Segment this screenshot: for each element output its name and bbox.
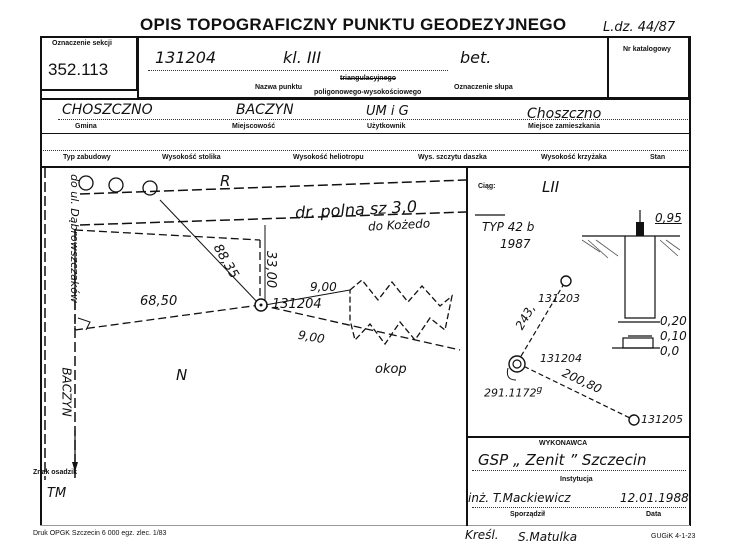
right-border bbox=[689, 36, 691, 526]
street-label: do ul. Dąbrowszczaków bbox=[67, 174, 81, 303]
katalog-label: Nr katalogowy bbox=[623, 46, 671, 53]
bottom-border bbox=[40, 525, 690, 526]
height-00: 0,0 bbox=[660, 344, 680, 358]
height-020: 0,20 bbox=[660, 314, 687, 328]
kresl-value: S.Matulka bbox=[518, 530, 578, 544]
slup-value: bet. bbox=[460, 48, 492, 67]
slup-label: Oznaczenie słupa bbox=[454, 84, 513, 91]
tm-label: TM bbox=[47, 486, 67, 501]
sporzadzil-label: Sporządził bbox=[510, 511, 546, 518]
angle-value: 291.1172g bbox=[484, 384, 542, 400]
attr-wys-stolika: Wysokość stolika bbox=[162, 154, 221, 161]
distance-900-top: 9,00 bbox=[310, 280, 337, 294]
attr-underline bbox=[40, 150, 690, 151]
form-title: OPIS TOPOGRAFICZNY PUNKTU GEODEZYJNEGO bbox=[140, 15, 567, 34]
location-underline bbox=[58, 119, 688, 120]
miejscowosc-label: Miejscowość bbox=[232, 123, 276, 130]
depth-top: 0,95 bbox=[655, 211, 682, 225]
miejscowosc-value: BACZYN bbox=[236, 102, 294, 118]
right-panel-divider bbox=[466, 168, 468, 526]
firma-value: GSP „ Zenit ” Szczecin bbox=[478, 451, 647, 469]
uzytkownik-label: Użytkownik bbox=[367, 123, 406, 130]
uzytkownik-value: UM i G bbox=[366, 104, 409, 119]
left-border bbox=[40, 36, 42, 526]
zamieszkania-label: Miejsce zamieszkania bbox=[528, 123, 600, 130]
typ-struck: triangulacyjnego bbox=[340, 75, 397, 82]
wykonawca-label: WYKONAWCA bbox=[539, 440, 588, 447]
instytucja-label: Instytucja bbox=[560, 476, 593, 483]
attr-stan: Stan bbox=[650, 154, 666, 161]
sekcja-label: Oznaczenie sekcji bbox=[52, 40, 112, 47]
gmina-label: Gmina bbox=[75, 123, 97, 130]
gugik-code: GUGiK 4-1-23 bbox=[651, 533, 696, 540]
n-label: N bbox=[176, 366, 188, 384]
height-010: 0,10 bbox=[660, 329, 687, 343]
year-value: 1987 bbox=[500, 237, 531, 251]
ciag-label: Ciąg: bbox=[478, 183, 496, 190]
attr-wys-daszka: Wys. szczytu daszka bbox=[418, 154, 487, 161]
distance-3300: 33,00 bbox=[263, 250, 279, 289]
typ-value: TYP 42 b bbox=[482, 220, 535, 234]
attr-typ-zabudowy: Typ zabudowy bbox=[63, 154, 111, 161]
exec-top-border bbox=[466, 436, 690, 438]
point-131204: 131204 bbox=[540, 352, 582, 365]
punkt-underline bbox=[148, 70, 448, 71]
gmina-value: CHOSZCZNO bbox=[62, 102, 153, 118]
punkt-number: 131204 bbox=[155, 48, 217, 67]
attr-wys-krzyzaka: Wysokość krzyżaka bbox=[541, 154, 607, 161]
data-value: 12.01.1988 bbox=[620, 491, 689, 505]
sketch-top-border bbox=[40, 166, 690, 168]
attr-wys-heliotropu: Wysokość heliotropu bbox=[293, 154, 364, 161]
firma-underline bbox=[472, 470, 686, 471]
data-label: Data bbox=[646, 511, 662, 518]
baczyn-street-label: BACZYN bbox=[59, 367, 74, 417]
angle-number: 291.1172 bbox=[484, 386, 537, 400]
point-label: 131204 bbox=[272, 297, 322, 312]
punkt-class: kl. III bbox=[283, 48, 322, 67]
okop-label: okop bbox=[375, 362, 407, 377]
distance-6850: 68,50 bbox=[140, 294, 178, 309]
point-131203: 131203 bbox=[538, 292, 580, 305]
znak-label: Znak osadzik bbox=[33, 469, 77, 476]
autor-value: inż. T.Mackiewicz bbox=[468, 491, 571, 505]
nazwa-label: Nazwa punktu bbox=[255, 84, 303, 91]
kresl-label: Kreśl. bbox=[465, 528, 499, 542]
ldz-number: L.dz. 44/87 bbox=[603, 20, 676, 35]
sekcja-value: 352.113 bbox=[48, 60, 109, 79]
r-label: R bbox=[220, 172, 231, 190]
ciag-value: LII bbox=[542, 178, 560, 196]
typ-label: poligonowego-wysokościowego bbox=[314, 89, 422, 96]
point-131205: 131205 bbox=[641, 413, 683, 426]
top-border bbox=[40, 98, 690, 100]
zamieszkania-value: Choszczno bbox=[527, 106, 602, 122]
autor-underline bbox=[472, 507, 686, 508]
angle-unit: g bbox=[536, 384, 543, 395]
attr-top-border bbox=[40, 133, 690, 134]
druk-footer: Druk OPGK Szczecin 6 000 egz. zlec. 1/83 bbox=[33, 530, 167, 537]
